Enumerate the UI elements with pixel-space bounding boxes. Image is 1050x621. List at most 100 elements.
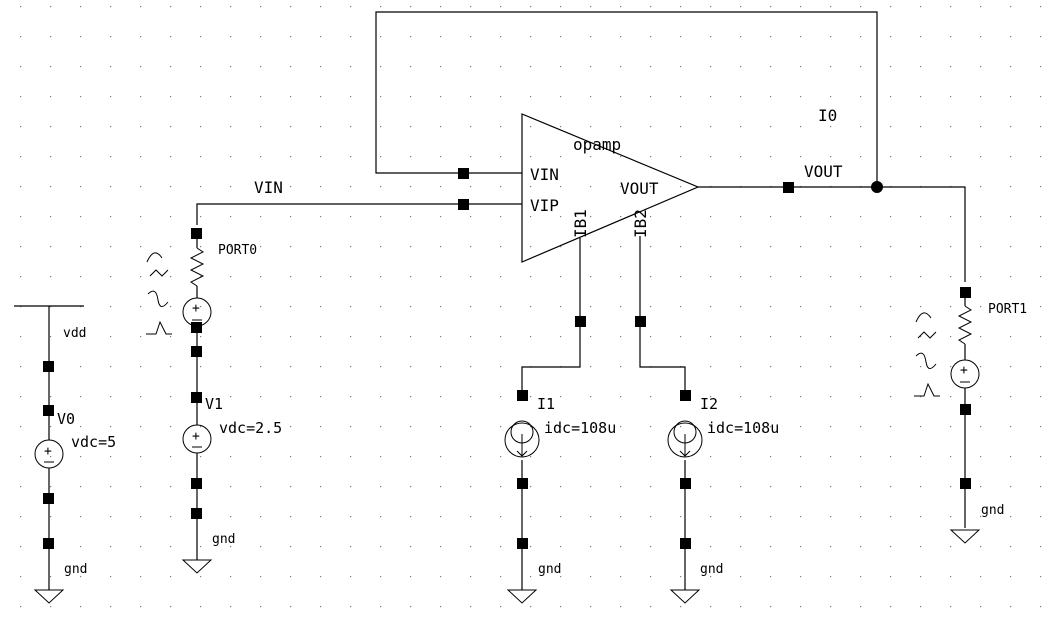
- grid-dot: [800, 546, 802, 548]
- pin-square[interactable]: [680, 538, 691, 549]
- grid-dot: [980, 6, 982, 8]
- grid-dot: [680, 216, 682, 218]
- wire-ib1[interactable]: [521, 252, 581, 395]
- ground-v0[interactable]: gnd: [33, 562, 87, 604]
- pin-square[interactable]: [960, 478, 971, 489]
- grid-dot: [1040, 6, 1042, 8]
- grid-dot: [860, 486, 862, 488]
- grid-dot: [110, 156, 112, 158]
- grid-dot: [950, 66, 952, 68]
- grid-dot: [710, 126, 712, 128]
- grid-dot: [380, 486, 382, 488]
- opamp-triangle[interactable]: [521, 113, 700, 263]
- pin-square[interactable]: [191, 346, 202, 357]
- grid-dot: [950, 366, 952, 368]
- pin-square[interactable]: [191, 478, 202, 489]
- grid-dot: [470, 156, 472, 158]
- wire-feedback[interactable]: [375, 11, 878, 187]
- pin-square[interactable]: [43, 538, 54, 549]
- pin-square[interactable]: [43, 493, 54, 504]
- grid-dot: [110, 246, 112, 248]
- opamp-symbol[interactable]: opamp VIN VIP VOUT IB1 IB2: [521, 113, 700, 263]
- pin-square[interactable]: [191, 322, 202, 333]
- grid-dot: [800, 576, 802, 578]
- grid-dot: [170, 216, 172, 218]
- pin-square[interactable]: [517, 538, 528, 549]
- pin-square[interactable]: [575, 316, 586, 327]
- pin-square[interactable]: [458, 199, 469, 210]
- pin-square[interactable]: [458, 168, 469, 179]
- grid-dot: [320, 66, 322, 68]
- wire-vin[interactable]: [196, 203, 522, 225]
- pin-square[interactable]: [191, 508, 202, 519]
- grid-dot: [230, 96, 232, 98]
- grid-dot: [830, 426, 832, 428]
- pin-square[interactable]: [191, 392, 202, 403]
- port1-source[interactable]: + PORT1: [914, 294, 1027, 397]
- grid-dot: [50, 516, 52, 518]
- wire-vout[interactable]: [698, 186, 966, 282]
- grid-dot: [440, 156, 442, 158]
- grid-dot: [950, 246, 952, 248]
- grid-dot: [830, 306, 832, 308]
- ground-port1[interactable]: gnd: [949, 503, 1004, 544]
- junction-dot[interactable]: [871, 181, 883, 193]
- grid-dot: [470, 546, 472, 548]
- grid-dot: [920, 6, 922, 8]
- grid-dot: [140, 576, 142, 578]
- grid-dot: [140, 606, 142, 608]
- port0-source[interactable]: + PORT0: [146, 237, 257, 335]
- grid-dot: [80, 156, 82, 158]
- grid-dot: [620, 66, 622, 68]
- grid-dot: [200, 246, 202, 248]
- v0-source[interactable]: vdd + V0 vdc=5: [14, 305, 116, 469]
- pin-square[interactable]: [680, 390, 691, 401]
- i1-source[interactable]: I1 idc=108u: [504, 395, 616, 458]
- grid-dot: [110, 6, 112, 8]
- pin-square[interactable]: [960, 287, 971, 298]
- grid-dot: [860, 576, 862, 578]
- grid-dot: [650, 156, 652, 158]
- grid-dot: [770, 516, 772, 518]
- pin-square[interactable]: [191, 228, 202, 239]
- grid-dot: [890, 396, 892, 398]
- pin-square[interactable]: [517, 478, 528, 489]
- grid-dot: [380, 516, 382, 518]
- grid-dot: [650, 6, 652, 8]
- grid-dot: [980, 486, 982, 488]
- wires: [48, 11, 966, 586]
- grid-dot: [200, 6, 202, 8]
- grid-dot: [230, 126, 232, 128]
- grid-dot: [950, 156, 952, 158]
- pin-square[interactable]: [517, 390, 528, 401]
- grid-dot: [80, 216, 82, 218]
- i2-source[interactable]: I2 idc=108u: [667, 395, 779, 458]
- pin-square[interactable]: [960, 404, 971, 415]
- pin-square[interactable]: [635, 316, 646, 327]
- pin-square[interactable]: [680, 478, 691, 489]
- wire-ib2[interactable]: [639, 236, 686, 395]
- grid-dot: [230, 576, 232, 578]
- grid-dot: [560, 6, 562, 8]
- grid-dot: [230, 66, 232, 68]
- grid-dot: [740, 126, 742, 128]
- grid-dot: [290, 156, 292, 158]
- grid-dot: [200, 216, 202, 218]
- grid-dot: [1040, 426, 1042, 428]
- grid-dot: [380, 246, 382, 248]
- grid-dot: [380, 336, 382, 338]
- i1-param: idc=108u: [544, 419, 616, 437]
- v1-source[interactable]: + V1 vdc=2.5: [182, 395, 282, 454]
- grid-dot: [170, 546, 172, 548]
- ground-v1[interactable]: gnd: [181, 532, 235, 574]
- ground-i1[interactable]: gnd: [506, 562, 561, 604]
- pin-square[interactable]: [783, 182, 794, 193]
- pin-square[interactable]: [43, 405, 54, 416]
- grid-dot: [440, 546, 442, 548]
- grid-dot: [140, 276, 142, 278]
- grid-dot: [770, 276, 772, 278]
- ground-i2[interactable]: gnd: [669, 562, 723, 604]
- grid-dot: [920, 66, 922, 68]
- pin-square[interactable]: [43, 361, 54, 372]
- grid-dot: [560, 246, 562, 248]
